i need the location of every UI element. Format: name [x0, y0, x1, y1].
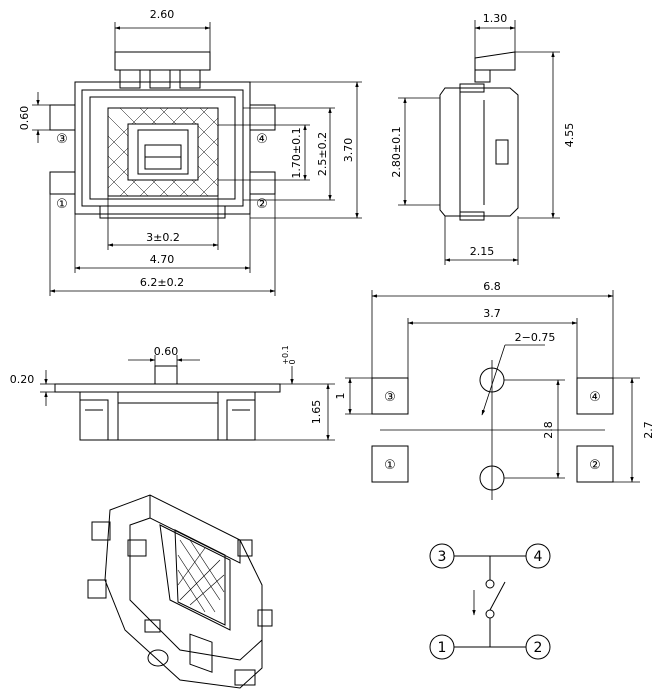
dim-pcb-pad: 1	[334, 393, 347, 400]
pad-label-3: ③	[384, 390, 396, 405]
dim-pcb-pitch: 2.8	[542, 421, 555, 439]
pin-label-4: ④	[256, 132, 268, 147]
pcb-layout: ③ ④ ① ② 6.8 3.7 2−0.75 1 2.8	[334, 280, 655, 500]
isometric-view	[87, 494, 273, 689]
dim-pcb-pad-span: 2.7	[642, 421, 655, 439]
dim-cap-height: 2.5±0.2	[316, 132, 329, 176]
dim-front-tol-top: +0.1	[281, 345, 290, 364]
dim-side-height-total: 4.55	[563, 123, 576, 148]
top-view: 2.60 ③ ④ ① ② 0.60	[18, 8, 362, 296]
dim-front-pin-thickness: 0.20	[10, 373, 35, 386]
pad-label-4: ④	[589, 390, 601, 405]
terminal-label-1: 1	[438, 640, 447, 656]
terminal-label-3: 3	[438, 549, 447, 565]
dim-side-height-body: 2.80±0.1	[390, 126, 403, 177]
dim-pcb-inner-width: 3.7	[483, 307, 501, 320]
front-view: 0.60 +0.1 0 0.20 1.65	[10, 345, 335, 441]
dim-body-height: 3.70	[342, 138, 355, 163]
dim-front-tol-bottom: 0	[288, 359, 297, 364]
dim-pcb-holes: 2−0.75	[515, 331, 556, 344]
dim-front-height: 1.65	[310, 400, 323, 425]
dim-body-width: 4.70	[150, 253, 175, 266]
dim-front-actuator: 0.60	[154, 345, 179, 358]
pin-label-3: ③	[56, 132, 68, 147]
dim-pin-height: 0.60	[18, 106, 31, 131]
pad-label-1: ①	[384, 458, 396, 473]
dim-side-actuator: 1.30	[483, 12, 508, 25]
terminal-label-4: 4	[534, 549, 543, 565]
dim-pcb-total-width: 6.8	[483, 280, 501, 293]
switch-schematic: 3 4 1 2	[429, 543, 551, 660]
dim-button-width: 3±0.2	[146, 231, 180, 244]
pad-3	[371, 377, 409, 415]
dim-side-width: 2.15	[470, 245, 495, 258]
pad-4	[576, 377, 614, 415]
pad-label-2: ②	[589, 458, 601, 473]
side-view: 1.30 4.55 2.80±0.1 2.15	[390, 12, 576, 265]
pad-1	[371, 445, 409, 483]
pin-label-2: ②	[256, 197, 268, 212]
dim-inner-height: 1.70±0.1	[290, 127, 303, 178]
dim-total-width: 6.2±0.2	[140, 276, 184, 289]
pin-label-1: ①	[56, 197, 68, 212]
dim-actuator-width: 2.60	[150, 8, 175, 21]
pad-2	[576, 445, 614, 483]
terminal-label-2: 2	[534, 640, 543, 656]
